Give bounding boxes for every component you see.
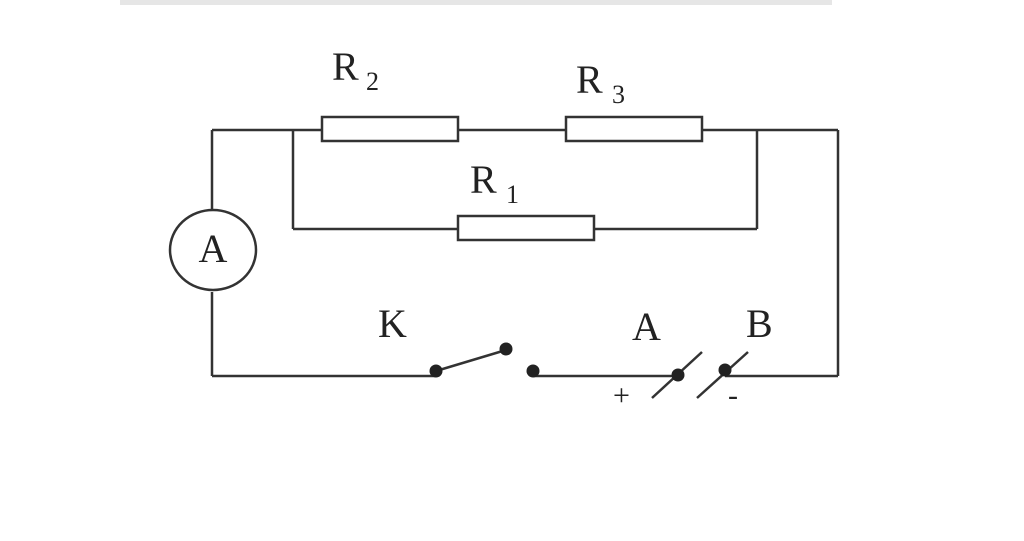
resistor-r1 — [456, 214, 596, 242]
switch-tip — [499, 342, 513, 356]
label-r3: R 3 — [576, 57, 625, 109]
label-terminal-a: A — [632, 304, 661, 349]
label-r1: R 1 — [470, 157, 519, 209]
label-switch-k: K — [378, 301, 407, 346]
ammeter-circle — [168, 208, 258, 292]
label-r2: R 2 — [332, 44, 379, 96]
resistor-r2 — [320, 115, 460, 143]
label-minus: - — [728, 379, 738, 412]
resistor-r3 — [564, 115, 704, 143]
switch-contact — [526, 364, 540, 378]
label-r3-letter: R — [576, 57, 603, 102]
switch-blade — [435, 348, 507, 373]
label-terminal-b: B — [746, 301, 773, 346]
terminal-a-dot — [671, 368, 685, 382]
label-plus: + — [613, 379, 630, 412]
label-r2-sub: 2 — [366, 67, 379, 96]
label-r3-sub: 3 — [612, 80, 625, 109]
label-r2-letter: R — [332, 44, 359, 89]
switch-pivot — [429, 364, 443, 378]
terminal-b-dot — [718, 363, 732, 377]
label-r1-letter: R — [470, 157, 497, 202]
top-border-strip — [120, 0, 832, 5]
label-r1-sub: 1 — [506, 180, 519, 209]
ammeter-label: A — [199, 226, 228, 271]
